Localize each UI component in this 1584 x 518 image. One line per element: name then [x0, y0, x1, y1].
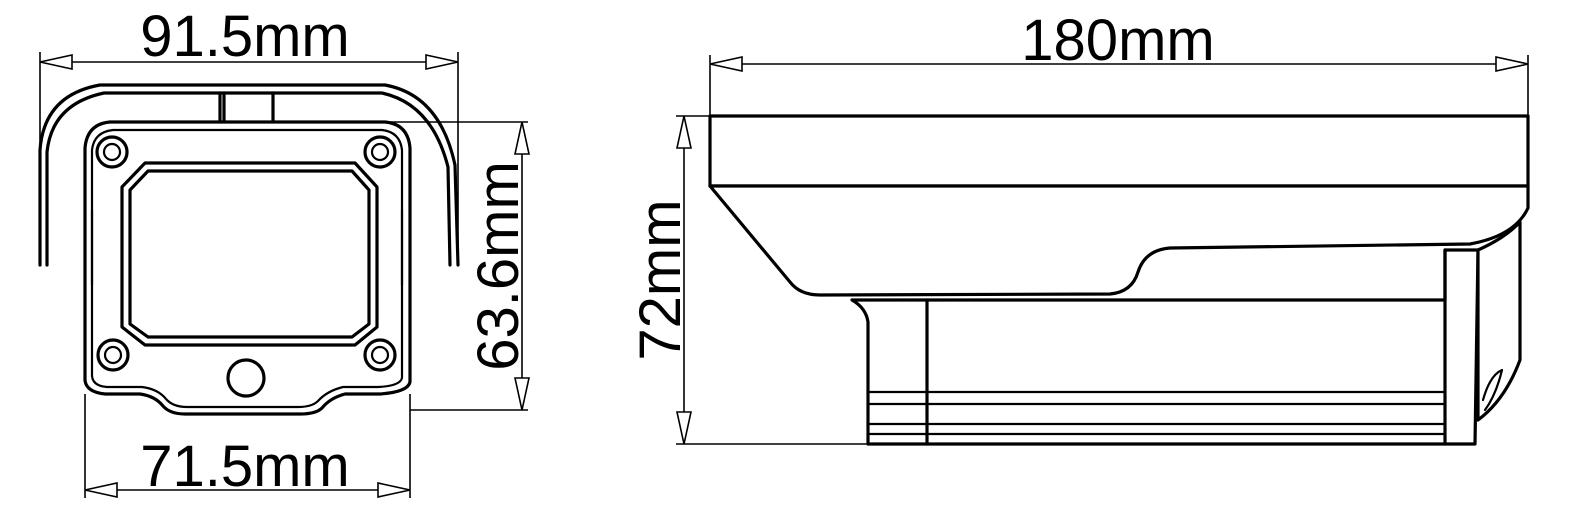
side-sun-shield — [708, 114, 1530, 188]
side-housing-grooves — [866, 390, 1447, 436]
side-hood-profile — [708, 184, 1530, 297]
front-width-bottom-label: 71.5mm — [140, 434, 350, 499]
screw-hole-top-left — [95, 135, 129, 169]
front-height-label: 63.6mm — [466, 161, 531, 371]
sun-shield-inner — [45, 91, 452, 267]
housing-front-inner-edge — [90, 128, 404, 409]
housing-front-body — [83, 120, 412, 416]
cable-gland — [226, 358, 266, 398]
dimension-side-height — [676, 115, 868, 445]
dimension-front-width-bottom — [84, 394, 411, 498]
side-rear-cap — [1476, 220, 1522, 422]
hood-side-rail-left — [83, 208, 94, 292]
dimension-front-width-top — [39, 52, 459, 265]
dimension-front-height — [385, 121, 530, 411]
sun-shield-outer — [38, 83, 460, 267]
screw-hole-bottom-left — [96, 338, 130, 372]
side-view: 180mm 72mm — [628, 8, 1530, 446]
side-height-label: 72mm — [628, 199, 693, 360]
screw-hole-top-right — [363, 135, 397, 169]
front-view: 91.5mm 71.5mm 63.6mm — [38, 4, 531, 499]
front-width-top-label: 91.5mm — [140, 4, 350, 69]
side-housing-body — [850, 248, 1480, 446]
top-bracket — [218, 91, 275, 124]
hood-side-rail-right — [400, 208, 412, 292]
dimension-side-length — [709, 55, 1529, 186]
front-window-inner — [128, 169, 371, 339]
side-rear-cap-detail — [1481, 368, 1504, 412]
front-window-outer — [120, 161, 379, 347]
screw-hole-bottom-right — [363, 338, 397, 372]
side-length-label: 180mm — [1021, 8, 1214, 73]
